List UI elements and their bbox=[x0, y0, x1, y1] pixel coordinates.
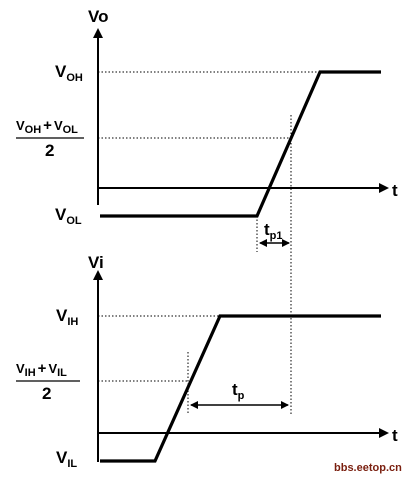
vil-label: VIL bbox=[56, 448, 77, 470]
tp1-label: tp1 bbox=[264, 220, 283, 242]
voh-label: VOH bbox=[55, 62, 83, 84]
tp-label: tp bbox=[232, 380, 245, 402]
bottom-t-label: t bbox=[392, 426, 398, 445]
output-waveform bbox=[100, 70, 381, 218]
bottom-mid-denominator: 2 bbox=[42, 384, 51, 403]
watermark: bbs.eetop.cn bbox=[334, 462, 402, 474]
vi-axis-label: Vi bbox=[88, 253, 104, 272]
bottom-mid-numerator: VIH+VIL bbox=[16, 360, 67, 379]
top-mid-denominator: 2 bbox=[45, 141, 54, 160]
input-graph: Vi t VIH VIL VIH+VIL 2 tp bbox=[16, 253, 398, 470]
top-t-label: t bbox=[392, 181, 398, 200]
vo-axis-label: Vo bbox=[88, 7, 108, 26]
top-mid-numerator: VOH+VOL bbox=[16, 117, 78, 136]
input-waveform bbox=[100, 314, 381, 463]
vih-label: VIH bbox=[56, 306, 78, 328]
vol-label: VOL bbox=[55, 205, 82, 227]
output-graph: Vo t VOH VOL VOH+VOL 2 tp1 bbox=[16, 7, 398, 252]
